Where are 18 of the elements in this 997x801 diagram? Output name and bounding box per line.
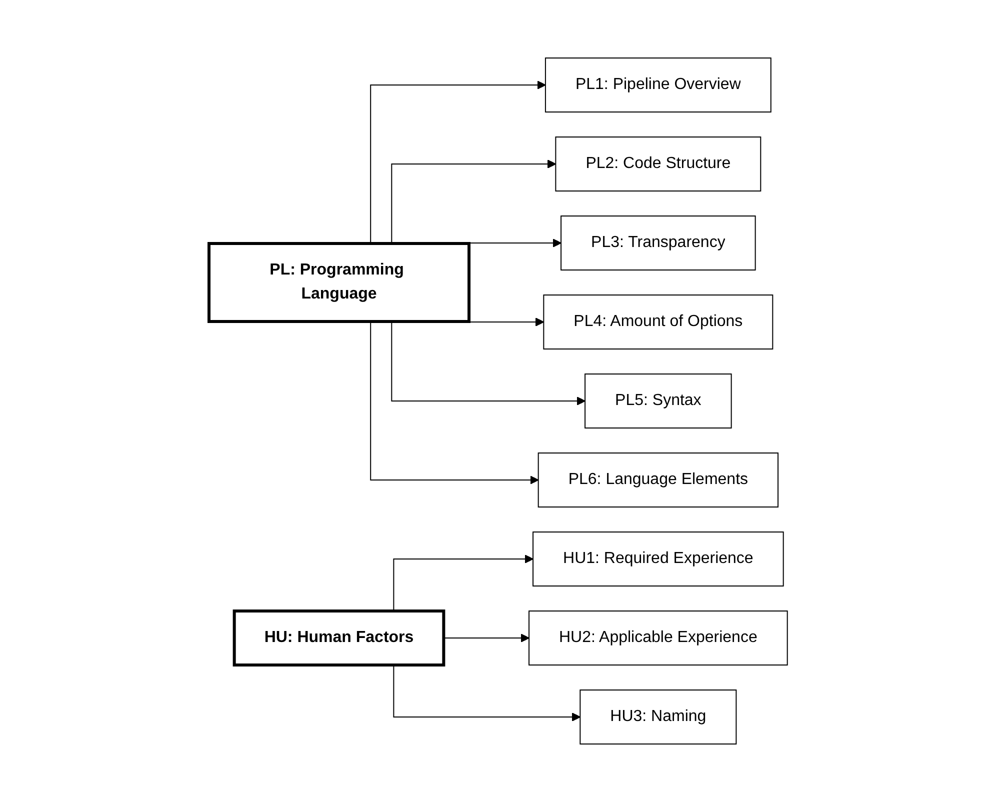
node-box: PL3: Transparency (560, 215, 756, 270)
node-box: PL: Programming Language (208, 242, 471, 322)
node-box: HU3: Naming (580, 689, 738, 744)
node-box: PL2: Code Structure (556, 136, 762, 191)
node-box: HU2: Applicable Experience (528, 610, 788, 665)
arrow (394, 554, 534, 611)
arrow (370, 320, 540, 484)
node-box: HU1: Required Experience (532, 531, 784, 586)
arrow (370, 80, 546, 244)
node-box: PL5: Syntax (584, 373, 732, 428)
arrow (391, 320, 586, 405)
node-box: HU: Human Factors (233, 609, 446, 666)
arrow (394, 664, 581, 721)
node-box: PL4: Amount of Options (544, 294, 774, 349)
arrow (444, 633, 530, 642)
node-box: PL1: Pipeline Overview (545, 57, 772, 112)
node-box: PL6: Language Elements (538, 452, 779, 507)
arrow (391, 159, 556, 244)
